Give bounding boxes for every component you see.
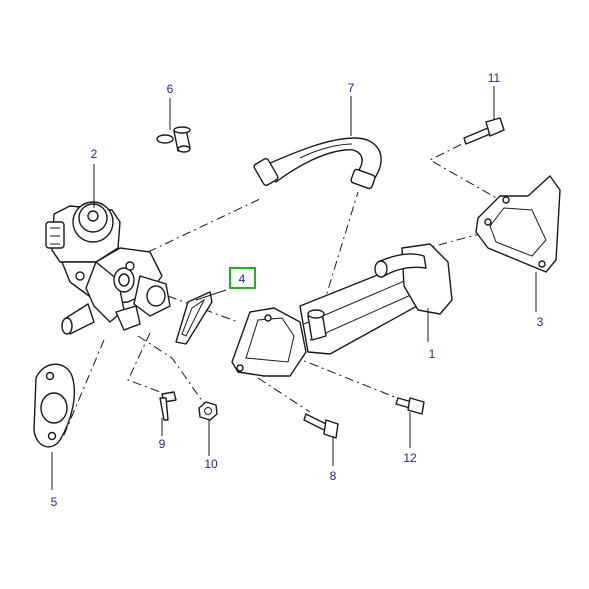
leader-lines [51, 86, 537, 490]
alignment-line-bolt11-to-gasket3 [428, 135, 501, 201]
alignment-line-cooler-to-pipe7 [322, 191, 359, 307]
alignment-line-valve-to-bolt9 [127, 332, 161, 393]
alignment-line-cooler-to-bolt8 [257, 377, 311, 413]
gasket-part-5 [33, 363, 75, 448]
callout-12[interactable]: 12 [403, 451, 417, 465]
egr-valve-part-2 [45, 201, 171, 335]
stud-part-9 [159, 391, 177, 421]
callout-7[interactable]: 7 [348, 81, 355, 95]
bolt-part-8 [303, 413, 339, 439]
bolt-part-11 [463, 117, 505, 145]
callout-9[interactable]: 9 [159, 437, 166, 451]
callout-1[interactable]: 1 [429, 347, 436, 361]
alignment-line-cooler-to-gasket3 [419, 231, 488, 251]
callout-4-highlight-box [229, 267, 256, 289]
callout-11[interactable]: 11 [488, 71, 501, 85]
callout-6[interactable]: 6 [167, 82, 174, 96]
bolt-part-12 [395, 397, 425, 415]
clip-part-6 [156, 126, 191, 153]
alignment-line-valve-to-gasket5 [63, 339, 105, 436]
egr-cooler-part-1 [231, 243, 453, 377]
callout-3[interactable]: 3 [537, 315, 544, 329]
alignment-lines [63, 135, 501, 436]
leader-line-4 [195, 289, 227, 301]
callout-10[interactable]: 10 [204, 457, 218, 471]
gasket-part-4 [175, 291, 213, 345]
alignment-line-valve-to-gasket [167, 295, 239, 323]
flexible-pipe-part-7 [253, 137, 382, 190]
callout-labels: 1 2 3 4 5 6 7 8 9 10 11 12 [51, 71, 544, 509]
callout-5[interactable]: 5 [51, 495, 58, 509]
gasket-part-3 [475, 175, 561, 273]
alignment-line-valve-to-pipe [147, 197, 263, 253]
callout-4[interactable]: 4 [239, 272, 246, 286]
alignment-line-cooler-to-bolt12 [291, 355, 403, 401]
callout-8[interactable]: 8 [330, 469, 337, 483]
alignment-line-valve-to-nut10 [137, 335, 206, 406]
nut-part-10 [198, 401, 218, 421]
callout-2[interactable]: 2 [91, 147, 98, 161]
